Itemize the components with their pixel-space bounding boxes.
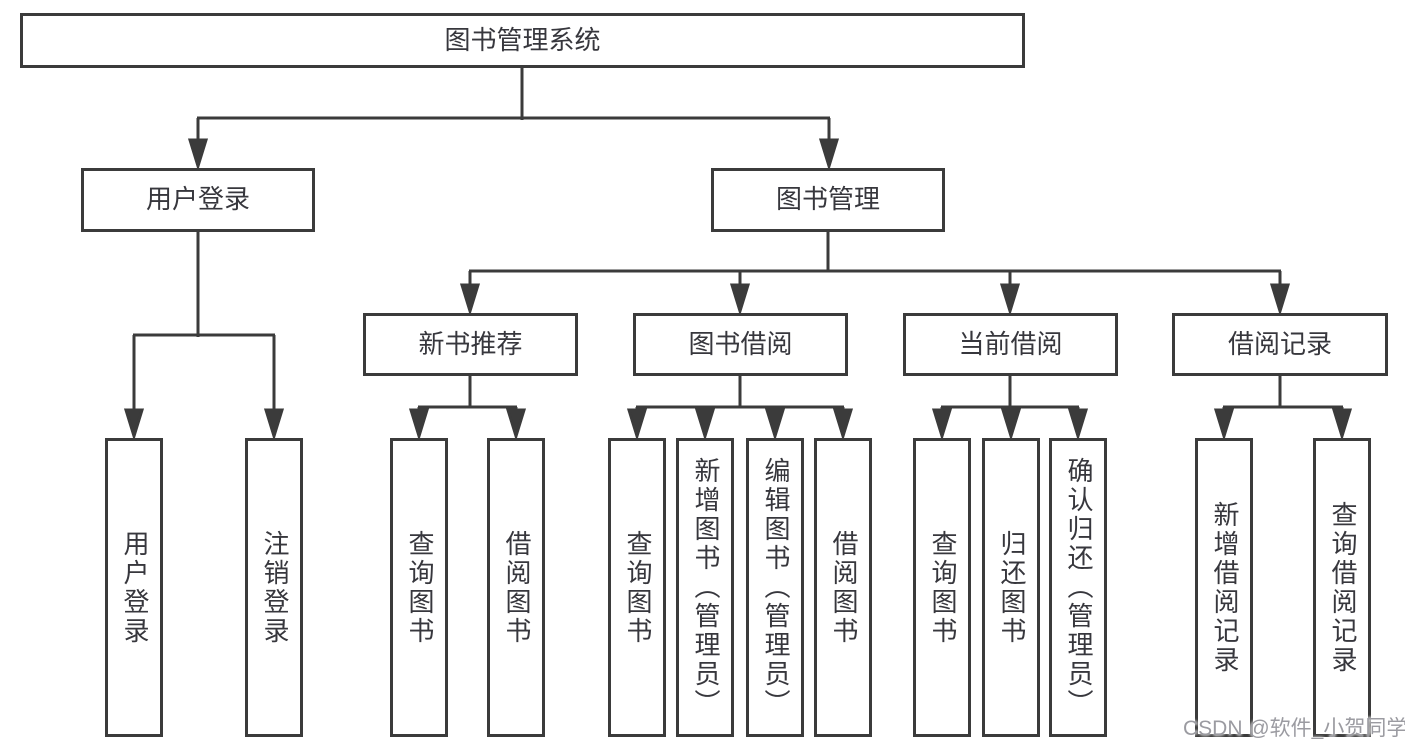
leaf-user-login: 用户登录 [105,438,163,737]
node-user-login: 用户登录 [81,168,315,232]
leaf-borrow-books: 借阅图书 [814,438,872,737]
csdn-watermark: CSDN @软件_小贺同学 [1183,717,1405,740]
leaf-query-books-current: 查询图书 [913,438,971,737]
leaf-edit-books-admin: 编辑图书（管理员） [746,438,804,737]
leaf-add-books-admin: 新增图书（管理员） [676,438,734,737]
node-current-borrow: 当前借阅 [903,313,1118,376]
leaf-add-borrow-record: 新增借阅记录 [1195,438,1253,737]
node-library-management-system: 图书管理系统 [20,13,1025,68]
leaf-borrow-books-recommend: 借阅图书 [487,438,545,737]
node-book-borrow: 图书借阅 [633,313,848,376]
leaf-query-books-borrow: 查询图书 [608,438,666,737]
leaf-query-books-recommend: 查询图书 [390,438,448,737]
leaf-return-books: 归还图书 [982,438,1040,737]
node-new-book-recommend: 新书推荐 [363,313,578,376]
leaf-confirm-return-admin: 确认归还（管理员） [1049,438,1107,737]
node-borrow-records: 借阅记录 [1172,313,1388,376]
node-book-management: 图书管理 [711,168,945,232]
leaf-query-borrow-record: 查询借阅记录 [1313,438,1371,737]
leaf-logout: 注销登录 [245,438,303,737]
